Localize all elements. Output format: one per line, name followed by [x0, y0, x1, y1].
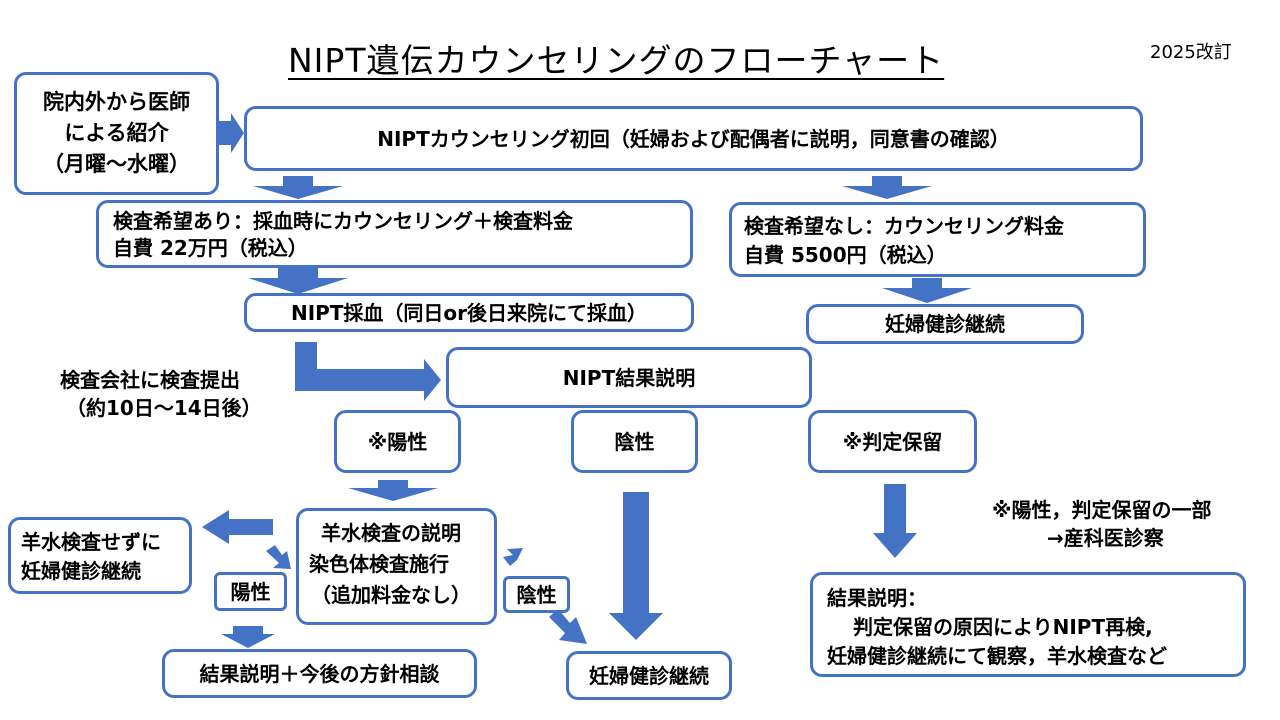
consult-label: 結果説明＋今後の方針相談 [199, 661, 440, 686]
checkup-no-test-label: 妊婦健診継続 [885, 312, 1005, 336]
amnio-explain-box: 羊水検査の説明 染色体検査施行 （追加料金なし） [296, 508, 497, 625]
test-yes-box: 検査希望あり：採血時にカウンセリング＋検査料金 自費 22万円（税込） [96, 200, 693, 268]
test-yes-line-1: 検査希望あり：採血時にカウンセリング＋検査料金 [113, 209, 573, 233]
arrow-blood-to-result [295, 342, 441, 401]
page-title: NIPT遺伝カウンセリングのフローチャート [288, 41, 945, 80]
amnio-negative-label: 陰性 [516, 582, 557, 607]
negative-label: 陰性 [614, 429, 655, 454]
amnio-explain-line-2: 染色体検査施行 [309, 552, 449, 576]
amnio-explain-line-1: 羊水検査の説明 [321, 521, 461, 545]
checkup-negative-box: 妊婦健診継続 [566, 651, 732, 700]
undetermined-result-line-1: 結果説明： [827, 586, 927, 610]
arrow-undetermined-to-result [873, 484, 917, 558]
arrow-positive-to-amnio [348, 480, 438, 501]
footnote: ※陽性，判定保留の一部 →産科医診察 [992, 496, 1211, 552]
arrow-to-amnio-negative [503, 548, 523, 566]
arrow-referral-to-first [219, 113, 244, 153]
arrow-amnio-positive-to-consult [221, 626, 275, 648]
submit-note-line-2: （約10日～14日後） [66, 396, 262, 420]
referral-line-3: （月曜～水曜） [43, 152, 190, 176]
undetermined-result-line-3: 妊婦健診継続にて観察，羊水検査など [827, 644, 1167, 668]
referral-line-1: 院内外から医師 [43, 90, 190, 114]
undetermined-label: ※判定保留 [842, 429, 943, 454]
amnio-positive-box: 陽性 [214, 572, 287, 611]
arrow-first-to-yes [253, 176, 343, 199]
arrow-to-amnio-positive [266, 545, 291, 569]
arrow-amnio-negative-to-checkup [549, 609, 587, 644]
undetermined-result-box: 結果説明： 判定保留の原因によりNIPT再検, 妊婦健診継続にて観察，羊水検査な… [810, 572, 1246, 677]
footnote-line-1: ※陽性，判定保留の一部 [992, 498, 1212, 522]
undetermined-box: ※判定保留 [808, 410, 977, 473]
submit-note-line-1: 検査会社に検査提出 [60, 368, 240, 392]
no-amnio-line-1: 羊水検査せずに [21, 530, 161, 554]
test-no-line-2: 自費 5500円（税込） [744, 243, 947, 267]
first-session-box: NIPTカウンセリング初回（妊婦および配偶者に説明，同意書の確認） [244, 106, 1143, 171]
submit-note: 検査会社に検査提出 （約10日～14日後） [60, 366, 262, 422]
checkup-negative-label: 妊婦健診継続 [589, 663, 709, 688]
undetermined-result-line-2: 判定保留の原因によりNIPT再検, [853, 615, 1153, 639]
blood-draw-box: NIPT採血（同日or後日来院にて採血） [244, 293, 694, 332]
arrow-no-to-checkup [882, 278, 972, 303]
arrow-yes-to-blood [248, 268, 348, 294]
footnote-line-2: →産科医診察 [1047, 526, 1164, 550]
amnio-positive-label: 陽性 [230, 579, 271, 604]
arrow-amnio-to-no-amnio [202, 510, 273, 544]
blood-draw-label: NIPT採血（同日or後日来院にて採血） [290, 300, 648, 325]
positive-label: ※陽性 [367, 429, 428, 454]
test-yes-line-2: 自費 22万円（税込） [113, 236, 308, 260]
arrow-negative-to-checkup [609, 492, 663, 640]
arrow-first-to-no [842, 176, 932, 199]
test-no-box: 検査希望なし：カウンセリング料金 自費 5500円（税込） [729, 202, 1146, 277]
referral-box: 院内外から医師 による紹介 （月曜～水曜） [14, 72, 219, 195]
amnio-negative-box: 陰性 [503, 576, 570, 613]
first-session-label: NIPTカウンセリング初回（妊婦および配偶者に説明，同意書の確認） [377, 126, 1010, 151]
amnio-explain-line-3: （追加料金なし） [311, 583, 471, 607]
result-label: NIPT結果説明 [562, 365, 696, 390]
consult-box: 結果説明＋今後の方針相談 [162, 649, 477, 698]
result-box: NIPT結果説明 [446, 347, 812, 408]
revision-label: 2025改訂 [1150, 42, 1232, 63]
referral-line-2: による紹介 [64, 121, 169, 145]
checkup-no-test-box: 妊婦健診継続 [806, 304, 1084, 344]
no-amnio-line-2: 妊婦健診継続 [21, 559, 141, 583]
test-no-line-1: 検査希望なし：カウンセリング料金 [744, 214, 1064, 238]
no-amnio-box: 羊水検査せずに 妊婦健診継続 [8, 517, 192, 594]
positive-box: ※陽性 [334, 410, 461, 473]
negative-box: 陰性 [571, 410, 698, 473]
